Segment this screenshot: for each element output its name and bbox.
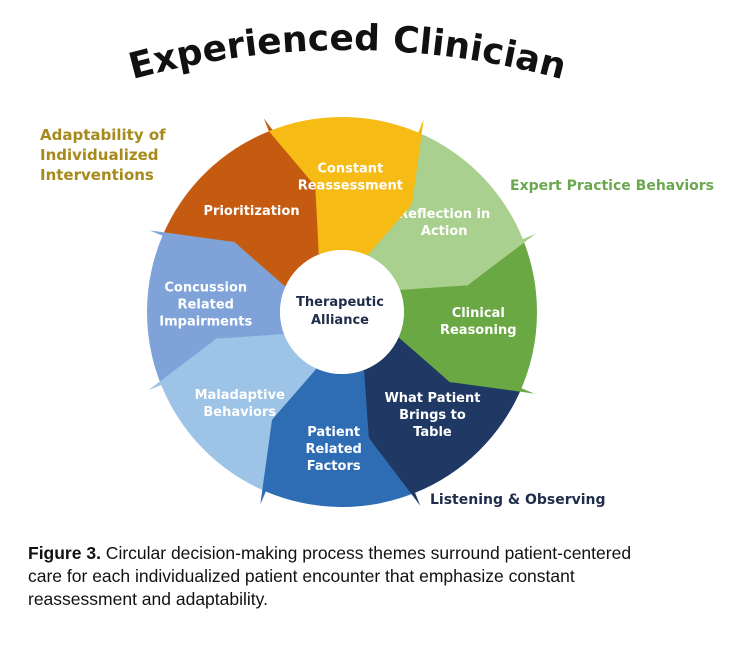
segment-label-line: Clinical xyxy=(452,306,505,321)
segment-label-line: Reassessment xyxy=(298,178,403,193)
caption-text: Circular decision-making process themes … xyxy=(28,543,632,609)
segment-label-line: Prioritization xyxy=(204,204,300,219)
caption-label: Figure 3. xyxy=(28,543,101,563)
center-label-line: Therapeutic xyxy=(296,295,384,310)
segment-label: Reflection in Action xyxy=(398,207,490,239)
segment-prioritization: Prioritization xyxy=(162,118,321,288)
arrow-shape xyxy=(260,365,416,507)
arrow-shape xyxy=(268,117,424,259)
figure-caption: Figure 3. Circular decision-making proce… xyxy=(28,542,668,611)
adaptability-line-2: Individualized xyxy=(40,146,159,164)
arrow-shape xyxy=(363,336,522,506)
center-hub xyxy=(280,250,404,374)
segment-label-line: Constant xyxy=(317,161,383,176)
segment-label-line: Impairments xyxy=(159,315,252,330)
adaptability-line-3: Interventions xyxy=(40,166,154,184)
segment-label-line: Behaviors xyxy=(203,405,276,420)
arrow-shape xyxy=(162,118,321,288)
segment-label-line: Related xyxy=(178,298,234,313)
arrow-shape xyxy=(148,333,318,492)
segment-label: Prioritization xyxy=(204,204,300,219)
adaptability-label: Adaptability of Individualized Intervent… xyxy=(40,125,166,185)
adaptability-line-1: Adaptability of xyxy=(40,126,166,144)
expert-practice-label: Expert Practice Behaviors xyxy=(510,178,715,194)
segment-label-line: Reasoning xyxy=(440,323,517,338)
segment-label-line: Action xyxy=(421,224,468,239)
center-label-line: Alliance xyxy=(311,313,369,328)
segment-label-line: Maladaptive xyxy=(195,388,285,403)
arrow-shape xyxy=(395,238,537,394)
segment-label-line: What Patient xyxy=(384,391,480,406)
segment-label-line: Table xyxy=(413,425,452,440)
segment-label-line: Reflection in xyxy=(398,207,490,222)
arrow-shape xyxy=(366,132,536,291)
arrow-shape xyxy=(147,230,289,386)
listening-observing-label: Listening & Observing xyxy=(430,492,606,508)
segment-label-line: Concussion xyxy=(164,281,247,296)
title-arc: Experienced Clinician xyxy=(125,18,571,88)
segment-label-line: Factors xyxy=(307,459,361,474)
segment-label-line: Related xyxy=(305,442,361,457)
segment-label-line: Brings to xyxy=(399,408,466,423)
segment-reflection-in-action: Reflection in Action xyxy=(366,132,536,291)
segment-label-line: Patient xyxy=(307,425,360,440)
